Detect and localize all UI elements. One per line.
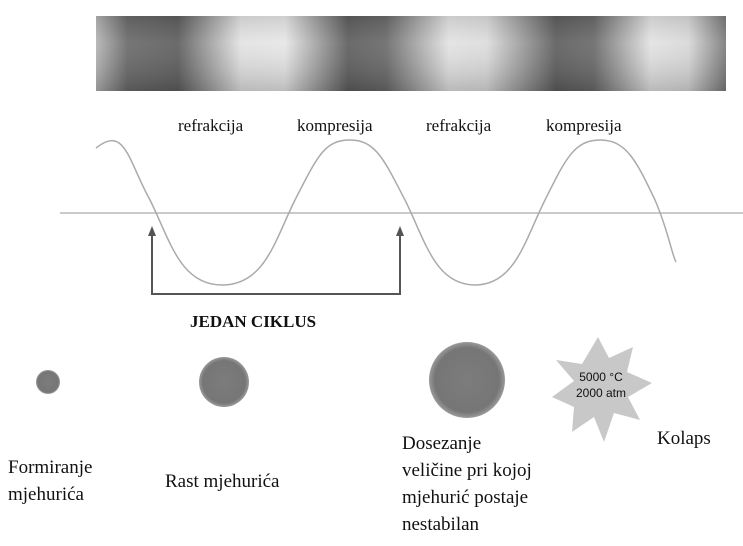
cycle-arrow-left: [148, 226, 156, 236]
cycle-arrow-right: [396, 226, 404, 236]
sound-wave: [95, 139, 677, 286]
pressure-bar-shade: [96, 16, 726, 91]
collapse-conditions: 5000 °C 2000 atm: [562, 369, 640, 401]
bubble-medium: [199, 357, 249, 407]
phase-label-refraction-1: refrakcija: [178, 116, 244, 135]
stage-label-unstable-size: Dosezanje veličine pri kojoj mjehurić po…: [402, 433, 532, 535]
collapse-pressure: 2000 atm: [575, 386, 627, 400]
cycle-label: JEDAN CIKLUS: [190, 312, 317, 331]
bubble-large: [429, 342, 505, 418]
phase-label-refraction-2: refrakcija: [426, 116, 492, 135]
cycle-bracket-line: [151, 232, 401, 295]
collapse-temperature: 5000 °C: [579, 370, 623, 384]
collapse-burst: [552, 337, 652, 442]
stage-label-formation: Formiranje mjehurića: [8, 457, 93, 505]
stage-label-growth: Rast mjehurića: [165, 471, 280, 492]
phase-label-compression-1: kompresija: [297, 116, 373, 135]
stage-label-collapse: Kolaps: [657, 428, 711, 449]
cycle-bracket: [151, 232, 401, 295]
bubble-small: [36, 370, 60, 394]
phase-label-compression-2: kompresija: [546, 116, 622, 135]
